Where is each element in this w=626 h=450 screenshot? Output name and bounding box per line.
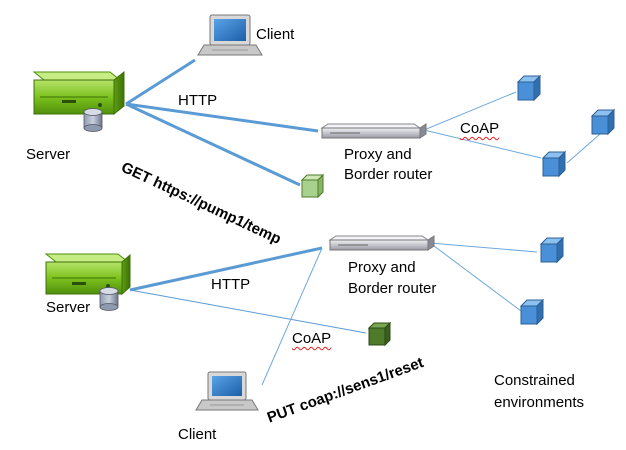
- constrained-node-icon: [590, 108, 616, 136]
- database-icon: [99, 287, 119, 311]
- sensor-node-icon: [300, 173, 325, 199]
- server-icon: [44, 253, 131, 296]
- constrained-node-icon: [516, 74, 542, 102]
- http-link-server-proxy: [125, 102, 319, 133]
- proxy-label-line1: Proxy and: [348, 259, 416, 276]
- sensor-node-icon: [367, 321, 392, 347]
- coap-label: CoAP: [292, 330, 332, 347]
- coap-link-node-b-node-c: [566, 133, 601, 164]
- client-label: Client: [256, 26, 295, 43]
- http-link-server-client: [125, 58, 196, 106]
- coap-link-server-node: [129, 289, 367, 334]
- laptop-icon: [195, 371, 259, 411]
- environments-label-line1: Constrained: [494, 372, 575, 389]
- coap-link-proxy-node-e: [429, 242, 522, 312]
- proxy-label-line1: Proxy and: [344, 146, 412, 163]
- proxy-label-line2: Border router: [348, 280, 437, 297]
- client-label: Client: [178, 426, 217, 443]
- http-link-server-node: [125, 102, 301, 187]
- server-icon: [32, 70, 125, 116]
- http-label: HTTP: [178, 92, 218, 109]
- server-label: Server: [26, 146, 71, 163]
- constrained-node-icon: [539, 236, 565, 264]
- coap-link-proxy-client: [261, 247, 323, 386]
- coap-label: CoAP: [460, 120, 500, 137]
- router-icon: [328, 235, 435, 251]
- environments-label-line2: environments: [494, 394, 585, 411]
- http-label: HTTP: [211, 276, 251, 293]
- coap-link-proxy-node-b: [423, 129, 542, 159]
- constrained-node-icon: [519, 298, 545, 326]
- laptop-icon: [197, 14, 263, 56]
- http-link-server-proxy-bottom: [129, 246, 323, 292]
- database-icon: [83, 108, 103, 132]
- constrained-node-icon: [541, 150, 567, 178]
- proxy-label-line2: Border router: [344, 166, 433, 183]
- router-icon: [320, 123, 427, 139]
- coap-link-proxy-node-a: [423, 91, 517, 131]
- coap-link-proxy-node-d: [429, 242, 538, 253]
- server-label: Server: [46, 299, 91, 316]
